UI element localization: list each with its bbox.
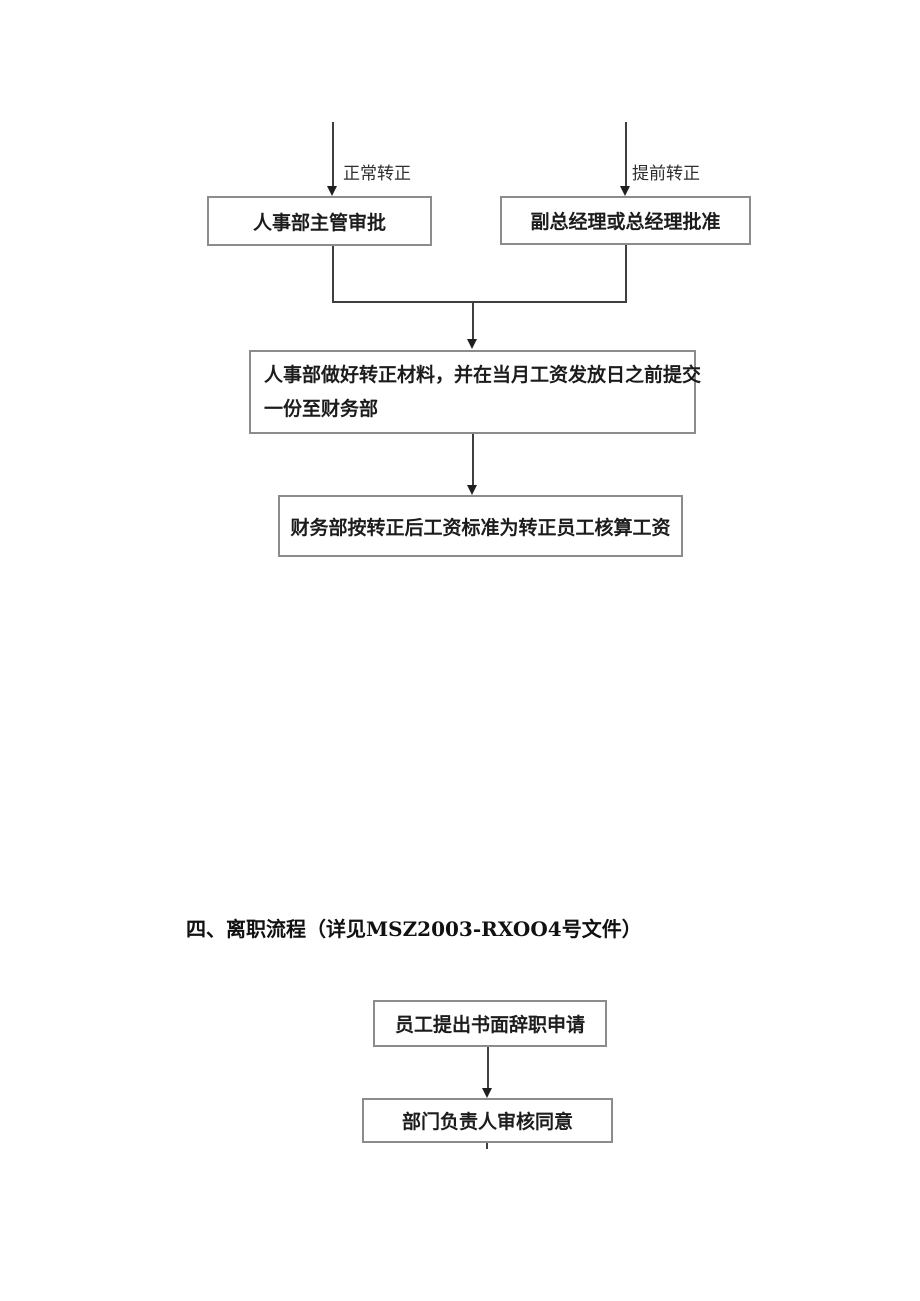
connector-line-to-finance xyxy=(472,434,474,485)
connector-line-merge-horizontal xyxy=(332,301,627,303)
flow-box-gm-approval: 副总经理或总经理批准 xyxy=(500,196,751,245)
connector-line-normal-branch xyxy=(332,122,334,187)
connector-line-left-down xyxy=(332,246,334,303)
arrowhead-down-icon xyxy=(467,339,477,349)
flow-box-hr-supervisor-approval: 人事部主管审批 xyxy=(207,196,432,246)
flow-box-finance-salary: 财务部按转正后工资标准为转正员工核算工资 xyxy=(278,495,683,557)
arrowhead-down-icon xyxy=(620,186,630,196)
connector-line-merge-down xyxy=(472,303,474,340)
arrowhead-down-icon xyxy=(327,186,337,196)
branch-label-normal: 正常转正 xyxy=(343,164,411,184)
connector-line-early-branch xyxy=(625,122,627,187)
arrowhead-down-icon xyxy=(467,485,477,495)
connector-line-right-down xyxy=(625,245,627,303)
connector-line-stub xyxy=(486,1143,488,1149)
section-heading-resignation: 四、离职流程（详见MSZ2003-RXOO4号文件） xyxy=(186,917,642,941)
arrowhead-down-icon xyxy=(482,1088,492,1098)
branch-label-early: 提前转正 xyxy=(632,164,700,184)
flow-box-hr-materials-line2: 一份至财务部 xyxy=(264,398,379,420)
flow-box-resignation-request: 员工提出书面辞职申请 xyxy=(373,1000,607,1047)
connector-line-resignation xyxy=(487,1047,489,1088)
flow-box-hr-materials: 人事部做好转正材料，并在当月工资发放日之前提交 一份至财务部 xyxy=(249,350,701,434)
flow-box-hr-materials-line1: 人事部做好转正材料，并在当月工资发放日之前提交 xyxy=(264,364,702,386)
flow-box-dept-head-approval: 部门负责人审核同意 xyxy=(362,1098,613,1143)
